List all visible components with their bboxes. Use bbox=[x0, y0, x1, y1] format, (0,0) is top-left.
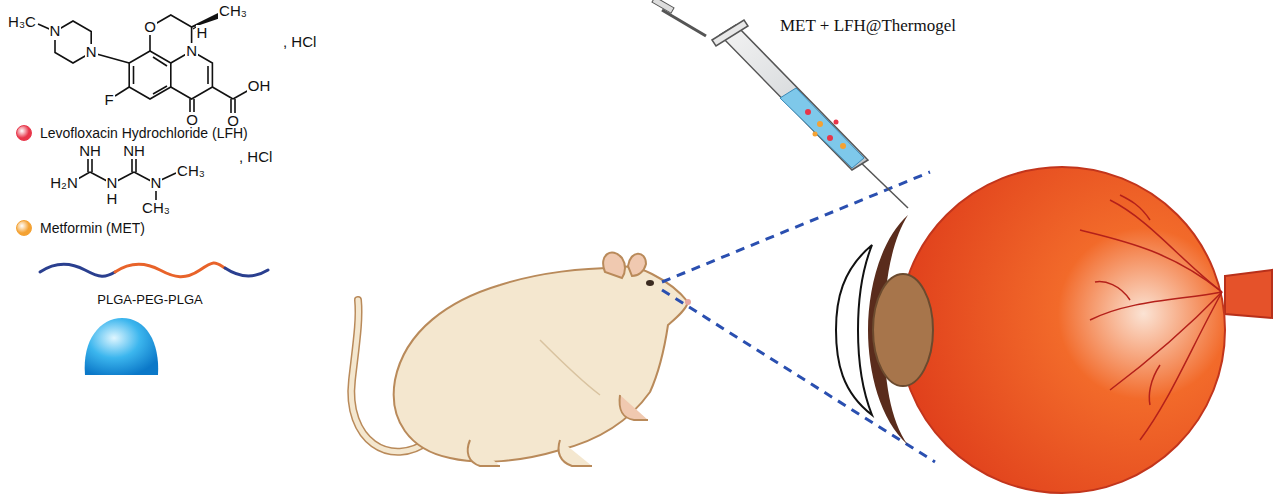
syringe-part bbox=[813, 132, 818, 137]
rat-part bbox=[394, 266, 688, 461]
rat-part bbox=[620, 395, 648, 420]
metformin-structure-part bbox=[117, 172, 134, 181]
syringe-part bbox=[652, 0, 674, 13]
eyeball-part-part bbox=[1140, 292, 1222, 440]
atom-label: H₃C bbox=[7, 14, 37, 31]
levofloxacin-structure-part bbox=[133, 66, 135, 84]
atom-label: N bbox=[150, 175, 163, 192]
syringe-part bbox=[805, 109, 811, 115]
zoom-lines bbox=[662, 172, 935, 462]
metformin-structure-part bbox=[87, 159, 89, 172]
eyeball-part-part bbox=[1095, 282, 1130, 300]
atom-label: NH bbox=[122, 143, 146, 160]
syringe-part bbox=[834, 120, 839, 125]
levofloxacin-structure-part bbox=[212, 87, 233, 99]
levofloxacin-structure-part bbox=[234, 99, 236, 114]
levofloxacin-structure-part bbox=[207, 66, 209, 84]
syringe-part bbox=[780, 88, 864, 168]
levofloxacin-structure-part bbox=[153, 57, 167, 66]
polymer-label: PLGA-PEG-PLGA bbox=[97, 293, 202, 307]
syringe-part bbox=[662, 10, 706, 36]
syringe-part bbox=[817, 121, 823, 127]
atom-label: F bbox=[103, 92, 114, 109]
metformin-structure bbox=[76, 159, 176, 200]
syringe-label: MET + LFH@Thermogel bbox=[780, 17, 956, 36]
atom-label: , HCl bbox=[282, 34, 317, 51]
eyeball-part-part bbox=[1120, 195, 1150, 220]
syringe-part bbox=[840, 143, 846, 149]
metformin-structure-part bbox=[131, 159, 133, 172]
legend-swatch bbox=[16, 125, 32, 141]
eyeball-part bbox=[899, 167, 1225, 493]
atom-label: O bbox=[143, 19, 157, 36]
eyeball bbox=[836, 167, 1272, 493]
eyeball-part bbox=[1225, 270, 1272, 318]
polymer-chain-part bbox=[40, 264, 115, 276]
legend-entry: Levofloxacin Hydrochloride (LFH) bbox=[16, 125, 248, 141]
zoom-lines-part bbox=[662, 172, 930, 282]
metformin-structure-part bbox=[155, 190, 157, 200]
polymer-chain-part bbox=[115, 263, 225, 277]
polymer-chain bbox=[40, 263, 268, 277]
rat-part bbox=[685, 299, 691, 305]
eyeball-part-part bbox=[1090, 292, 1222, 320]
metformin-structure-part bbox=[91, 159, 93, 172]
legend-swatch bbox=[16, 220, 32, 236]
syringe-part bbox=[856, 158, 908, 208]
levofloxacin-structure-part bbox=[230, 99, 232, 114]
metformin-structure-part bbox=[134, 172, 151, 181]
atom-label: N bbox=[106, 175, 119, 192]
atom-label: CH₃ bbox=[218, 3, 248, 20]
atom-label: N bbox=[49, 23, 62, 40]
syringe-part bbox=[720, 25, 868, 170]
legend-text: Levofloxacin Hydrochloride (LFH) bbox=[40, 125, 248, 141]
rat-part bbox=[468, 440, 500, 466]
metformin-structure-part bbox=[90, 172, 107, 181]
metformin-structure-part bbox=[161, 173, 176, 180]
levofloxacin-structure-part bbox=[153, 86, 167, 94]
eyeball-part bbox=[873, 274, 933, 386]
atom-label: CH₃ bbox=[141, 200, 171, 217]
atom-label: H bbox=[196, 25, 209, 42]
rat-part bbox=[628, 254, 646, 276]
levofloxacin-structure-part bbox=[115, 87, 129, 96]
atom-label: , HCl bbox=[238, 149, 273, 166]
eyeball-part-part bbox=[1149, 365, 1160, 405]
atom-label: H bbox=[106, 191, 119, 208]
syringe-part bbox=[712, 20, 748, 46]
atom-label: OH bbox=[247, 78, 272, 95]
rat-part bbox=[603, 253, 625, 278]
levofloxacin-structure-part bbox=[129, 51, 171, 99]
eyeball-part-part bbox=[1110, 292, 1222, 390]
legend-entry: Metformin (MET) bbox=[16, 220, 145, 236]
thermogel-blob bbox=[85, 318, 159, 375]
syringe-part bbox=[827, 135, 833, 141]
eyeball-part bbox=[836, 245, 872, 415]
eyeball-part bbox=[1080, 195, 1222, 440]
atom-label: H₂N bbox=[49, 175, 79, 192]
atom-label: NH bbox=[78, 143, 102, 160]
atom-label: CH₃ bbox=[176, 163, 206, 180]
eyeball-part-part bbox=[1110, 200, 1222, 292]
rat-part bbox=[559, 440, 593, 466]
legend-text: Metformin (MET) bbox=[40, 220, 145, 236]
rat bbox=[351, 253, 691, 466]
metformin-structure-part bbox=[135, 159, 137, 172]
polymer-chain-part bbox=[225, 268, 268, 276]
eyeball-part-part bbox=[1080, 230, 1222, 292]
atom-label: N bbox=[85, 44, 98, 61]
rat-part bbox=[540, 340, 600, 395]
rat-part bbox=[646, 280, 654, 286]
levofloxacin-structure bbox=[38, 13, 249, 114]
atom-label: N bbox=[185, 43, 198, 60]
